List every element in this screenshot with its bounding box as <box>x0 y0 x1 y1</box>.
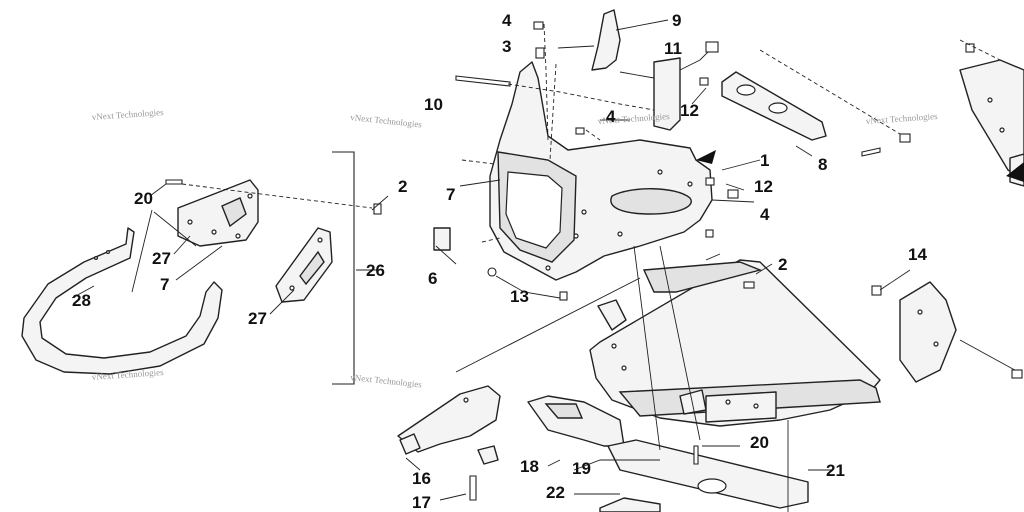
front-bulkhead <box>489 61 713 281</box>
callout-27: 27 <box>248 309 267 328</box>
bumper-bracket-lower <box>275 227 333 303</box>
reinforcement-plate <box>721 71 827 141</box>
callout-20: 20 <box>750 433 769 452</box>
callout-labels: 4 3 9 11 10 4 12 8 1 12 4 7 2 20 27 7 26… <box>72 11 927 512</box>
bushing-3 <box>535 47 545 59</box>
steering-support <box>899 281 1023 383</box>
callout-2: 2 <box>398 177 407 196</box>
hardware-fasteners <box>165 21 1023 501</box>
front-frame <box>589 259 881 427</box>
leader-lines <box>71 19 1001 512</box>
arrow-indicator-right <box>1006 162 1024 182</box>
assembly-bracket <box>332 151 355 385</box>
callout-1: 1 <box>760 151 769 170</box>
spindle-bracket-left <box>397 385 501 465</box>
callout-18: 18 <box>520 457 539 476</box>
callout-12: 12 <box>680 101 699 120</box>
callout-4: 4 <box>760 205 770 224</box>
callout-22: 22 <box>546 483 565 502</box>
callout-12: 12 <box>754 177 773 196</box>
wire-harness-bracket <box>653 41 719 131</box>
callout-17: 17 <box>412 493 431 512</box>
headlight-cover <box>591 9 621 71</box>
callout-7: 7 <box>160 275 169 294</box>
nut-4-top <box>533 21 544 30</box>
callout-7: 7 <box>446 185 455 204</box>
watermark: vNext Technologies <box>865 111 938 126</box>
grommet-6 <box>433 227 451 251</box>
front-bumper <box>21 227 223 375</box>
skid-plate <box>599 439 809 512</box>
callout-8: 8 <box>818 155 827 174</box>
bolt-10 <box>455 75 511 87</box>
callout-11: 11 <box>664 39 682 58</box>
callout-6: 6 <box>428 269 437 288</box>
callout-4: 4 <box>606 107 616 126</box>
callout-2: 2 <box>778 255 787 274</box>
callout-16: 16 <box>412 469 431 488</box>
callout-21: 21 <box>826 461 845 480</box>
callout-28: 28 <box>72 291 91 310</box>
callout-19: 19 <box>572 459 591 478</box>
callout-20: 20 <box>134 189 153 208</box>
callout-27: 27 <box>152 249 171 268</box>
callout-26: 26 <box>366 261 385 280</box>
spindle-bracket-right <box>527 395 625 447</box>
watermark: vNext Technologies <box>350 112 423 130</box>
callout-10: 10 <box>424 95 443 114</box>
watermark: vNext Technologies <box>350 372 423 390</box>
arrow-indicator <box>696 150 716 164</box>
bumper-bracket-upper <box>177 179 259 247</box>
callout-9: 9 <box>672 11 681 30</box>
callout-14: 14 <box>908 245 927 264</box>
callout-3: 3 <box>502 37 511 56</box>
callout-13: 13 <box>510 287 529 306</box>
callout-4: 4 <box>502 11 512 30</box>
watermark: vNext Technologies <box>91 107 164 122</box>
upper-right-assembly <box>959 59 1024 187</box>
